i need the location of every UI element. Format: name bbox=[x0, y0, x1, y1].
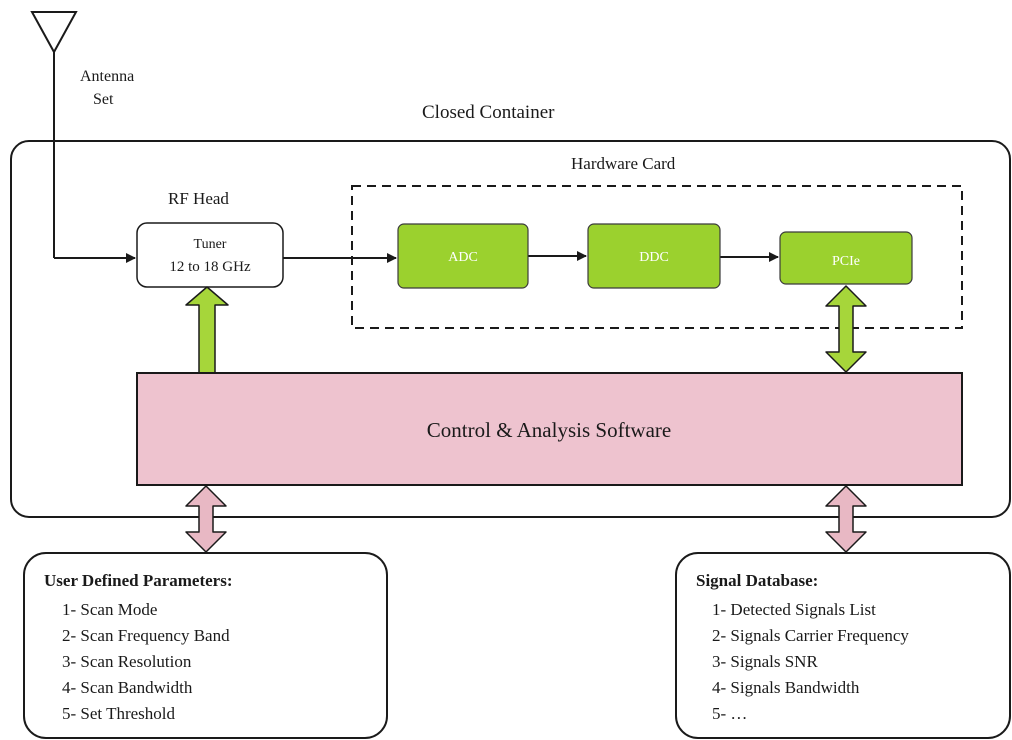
user-parameters-bidirectional-arrow bbox=[185, 485, 227, 553]
signal-database-item: 3- Signals SNR bbox=[712, 652, 818, 671]
signal-database-item: 5- … bbox=[712, 704, 747, 723]
user-parameters-title: User Defined Parameters: bbox=[44, 571, 233, 590]
user-parameter-item: 3- Scan Resolution bbox=[62, 652, 192, 671]
pcie-software-bidirectional-arrow bbox=[825, 285, 867, 373]
user-parameters-box bbox=[23, 552, 388, 739]
pcie-label: PCIe bbox=[832, 254, 860, 269]
tuner-box bbox=[136, 222, 284, 288]
user-parameter-item: 2- Scan Frequency Band bbox=[62, 626, 230, 645]
antenna-label-line1: Antenna bbox=[80, 68, 134, 85]
signal-database-bidirectional-arrow bbox=[825, 485, 867, 553]
signal-database-box bbox=[675, 552, 1011, 739]
hardware-card-label: Hardware Card bbox=[571, 154, 676, 173]
ddc-label: DDC bbox=[639, 250, 669, 265]
adc-block bbox=[397, 223, 529, 289]
signal-database-title: Signal Database: bbox=[696, 571, 818, 590]
user-parameter-item: 5- Set Threshold bbox=[62, 704, 176, 723]
rf-head-label: RF Head bbox=[168, 189, 229, 208]
signal-database-item: 1- Detected Signals List bbox=[712, 600, 876, 619]
antenna-label-line2: Set bbox=[93, 91, 114, 108]
pcie-block bbox=[779, 231, 913, 285]
user-parameter-item: 1- Scan Mode bbox=[62, 600, 157, 619]
container-label: Closed Container bbox=[422, 102, 555, 123]
signal-database-item: 4- Signals Bandwidth bbox=[712, 678, 860, 697]
software-label: Control & Analysis Software bbox=[427, 418, 671, 442]
software-to-tuner-arrow bbox=[185, 286, 229, 374]
ddc-block bbox=[587, 223, 721, 289]
tuner-frequency-label: 12 to 18 GHz bbox=[169, 259, 251, 275]
tuner-label: Tuner bbox=[194, 237, 227, 252]
closed-container bbox=[10, 140, 1011, 518]
signal-database-item: 2- Signals Carrier Frequency bbox=[712, 626, 909, 645]
control-analysis-software-block bbox=[136, 372, 963, 486]
user-parameter-item: 4- Scan Bandwidth bbox=[62, 678, 193, 697]
antenna-icon bbox=[30, 11, 78, 258]
adc-label: ADC bbox=[448, 250, 478, 265]
